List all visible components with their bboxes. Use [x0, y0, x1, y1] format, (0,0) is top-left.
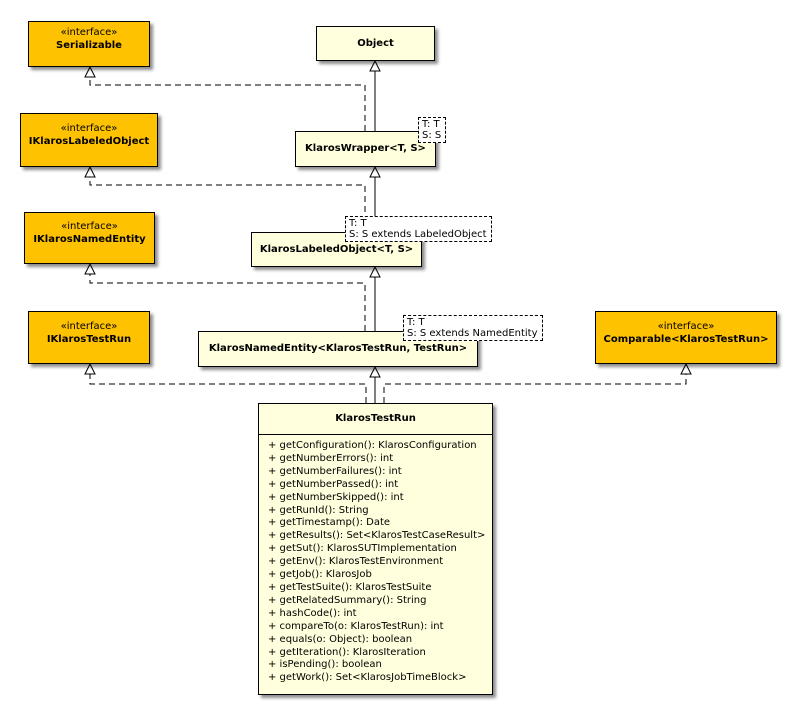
arrowhead-object — [369, 59, 381, 72]
type-parameters-klaros-named-entity: T: T S: S extends NamedEntity — [403, 315, 543, 341]
method-item: + getSut(): KlarosSUTImplementation — [268, 543, 457, 555]
interface-comparable: «interface» Comparable<KlarosTestRun> — [595, 311, 777, 364]
type-param: S: S extends LabeledObject — [349, 229, 487, 240]
method-item: + hashCode(): int — [268, 607, 357, 619]
edge-named-entity-to-iklaros-named-entity — [89, 268, 366, 331]
class-object: Object — [316, 26, 435, 61]
arrowhead-iklaros-labeled-object — [84, 165, 96, 178]
arrowhead-named-entity — [369, 365, 381, 378]
method-item: + getTestSuite(): KlarosTestSuite — [268, 581, 432, 593]
method-item: + getNumberFailures(): int — [268, 465, 402, 477]
class-klaros-named-entity: KlarosNamedEntity<KlarosTestRun, TestRun… — [198, 331, 478, 367]
method-item: + getNumberErrors(): int — [268, 452, 394, 464]
interface-iklaros-test-run: «interface» IKlarosTestRun — [28, 311, 150, 364]
method-item: + getConfiguration(): KlarosConfiguratio… — [268, 440, 477, 451]
type-param: S: S extends NamedEntity — [407, 328, 538, 339]
type-param: S: S — [422, 130, 442, 141]
method-item: + getTimestamp(): Date — [268, 517, 391, 529]
class-klaros-wrapper: KlarosWrapper<T, S> — [295, 131, 436, 167]
arrowhead-iklaros-named-entity — [84, 262, 96, 275]
method-item: + getNumberSkipped(): int — [268, 491, 404, 503]
edge-testrun-to-comparable — [383, 368, 687, 403]
arrowheads — [84, 59, 692, 378]
method-item: + getResults(): Set<KlarosTestCaseResult… — [268, 530, 486, 542]
interface-name: IKlarosLabeledObject — [28, 136, 150, 147]
method-item: + isPending(): boolean — [268, 659, 382, 671]
method-item: + getNumberPassed(): int — [268, 478, 399, 490]
edge-wrapper-to-serializable — [89, 71, 366, 131]
interface-name: IKlarosNamedEntity — [33, 234, 146, 245]
class-name: Object — [357, 37, 394, 49]
stereotype-label: «interface» — [60, 27, 118, 38]
stereotype-label: «interface» — [61, 221, 118, 232]
interface-iklaros-named-entity: «interface» IKlarosNamedEntity — [24, 212, 155, 264]
arrowhead-serializable — [84, 65, 96, 78]
type-parameters-klaros-wrapper: T: T S: S — [418, 117, 447, 143]
arrowhead-comparable — [680, 362, 692, 375]
interface-name: IKlarosTestRun — [46, 334, 132, 345]
method-item: + getJob(): KlarosJob — [268, 569, 372, 581]
class-name: KlarosTestRun — [259, 404, 492, 435]
arrowhead-iklaros-test-run — [84, 362, 96, 375]
method-item: + getEnv(): KlarosTestEnvironment — [268, 556, 444, 568]
edge-testrun-to-iklaros-test-run — [89, 368, 367, 403]
method-item: + getWork(): Set<KlarosJobTimeBlock> — [268, 672, 467, 684]
arrowhead-labeled-object — [369, 265, 381, 278]
stereotype-label: «interface» — [60, 321, 118, 332]
method-item: + compareTo(o: KlarosTestRun): int — [268, 620, 444, 632]
method-item: + equals(o: Object): boolean — [268, 633, 413, 645]
arrowhead-wrapper — [369, 165, 381, 178]
class-name: KlarosNamedEntity<KlarosTestRun, TestRun… — [208, 343, 468, 354]
implements-edges — [89, 71, 687, 403]
stereotype-label: «interface» — [657, 321, 715, 332]
type-param: T: T — [422, 119, 440, 130]
stereotype-label: «interface» — [60, 123, 118, 134]
class-klaros-test-run: KlarosTestRun + getConfiguration(): Klar… — [258, 403, 493, 695]
method-item: + getRelatedSummary(): String — [268, 594, 427, 606]
method-list: + getConfiguration(): KlarosConfiguratio… — [259, 435, 492, 685]
interface-name: Serializable — [56, 40, 122, 51]
type-parameters-klaros-labeled-object: T: T S: S extends LabeledObject — [345, 216, 492, 242]
method-item: + getIteration(): KlarosIteration — [268, 646, 426, 658]
interface-name: Comparable<KlarosTestRun> — [603, 334, 769, 345]
class-name: KlarosLabeledObject<T, S> — [259, 243, 414, 255]
interface-iklaros-labeled-object: «interface» IKlarosLabeledObject — [20, 113, 158, 167]
type-param: T: T — [349, 218, 367, 229]
interface-serializable: «interface» Serializable — [28, 21, 150, 67]
class-name: KlarosWrapper<T, S> — [305, 143, 426, 154]
method-item: + getRunId(): String — [268, 504, 369, 516]
type-param: T: T — [407, 317, 425, 328]
edge-labeled-object-to-iklaros-labeled-object — [89, 171, 366, 232]
